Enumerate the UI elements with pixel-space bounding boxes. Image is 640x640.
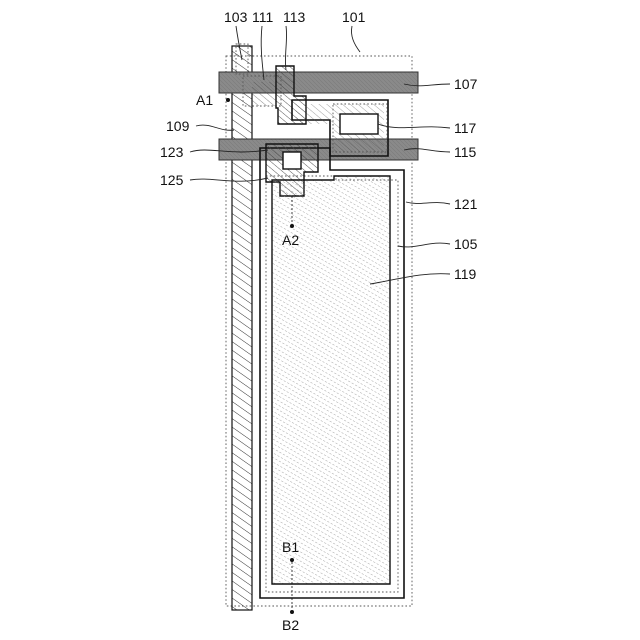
label-111: 111 bbox=[252, 9, 273, 25]
point-a1 bbox=[226, 98, 230, 102]
leader-121 bbox=[406, 202, 450, 204]
contact-117 bbox=[340, 114, 378, 134]
signal-line-109 bbox=[232, 46, 252, 610]
leader-113 bbox=[285, 26, 286, 70]
label-a1: A1 bbox=[196, 92, 213, 108]
leader-101 bbox=[351, 26, 360, 52]
label-119: 119 bbox=[454, 266, 477, 282]
leader-105 bbox=[398, 243, 450, 247]
label-103: 103 bbox=[224, 9, 248, 25]
label-115: 115 bbox=[454, 144, 477, 160]
contact-hole-125 bbox=[283, 152, 301, 169]
label-123: 123 bbox=[160, 144, 184, 160]
label-101: 101 bbox=[342, 9, 366, 25]
scan-line-107 bbox=[219, 72, 418, 93]
point-b1 bbox=[290, 558, 294, 562]
label-121: 121 bbox=[454, 196, 478, 212]
point-a2 bbox=[290, 224, 294, 228]
point-b2 bbox=[290, 610, 294, 614]
label-a2: A2 bbox=[282, 232, 299, 248]
leader-109 bbox=[196, 125, 234, 130]
label-113: 113 bbox=[283, 9, 306, 25]
semiconductor-fill bbox=[252, 82, 276, 106]
label-109: 109 bbox=[166, 118, 190, 134]
label-b2: B2 bbox=[282, 617, 299, 633]
label-b1: B1 bbox=[282, 539, 299, 555]
label-125: 125 bbox=[160, 172, 184, 188]
label-117: 117 bbox=[454, 120, 477, 136]
label-105: 105 bbox=[454, 236, 478, 252]
leader-125 bbox=[190, 178, 268, 181]
label-107: 107 bbox=[454, 76, 478, 92]
